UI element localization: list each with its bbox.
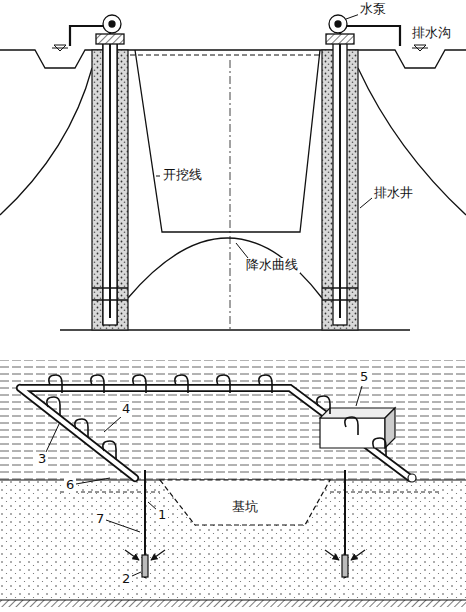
part-label: 排水沟 [410, 26, 453, 41]
swing-connector [47, 397, 60, 415]
callout-number: 2 [120, 572, 132, 587]
swing-connector [259, 375, 272, 393]
wellpoint-system [0, 360, 466, 607]
swing-connector [49, 375, 62, 393]
swing-connector [91, 375, 104, 393]
swing-connector [175, 375, 188, 393]
deep-well-section [0, 14, 466, 330]
swing-connector [373, 438, 386, 456]
swing-connector [217, 375, 230, 393]
callout-number: 4 [120, 402, 132, 417]
part-label: 排水井 [372, 186, 415, 201]
swing-connector [103, 441, 116, 459]
part-label: 降水曲线 [244, 258, 300, 273]
swing-connector [75, 419, 88, 437]
swing-connector [133, 375, 146, 393]
swing-connector [345, 417, 358, 435]
callout-number: 7 [94, 512, 106, 527]
part-label: 开挖线 [161, 168, 204, 183]
swing-connector [317, 396, 330, 414]
pit-label: 基坑 [230, 500, 260, 515]
part-label: 水泵 [358, 2, 388, 17]
callout-number: 1 [156, 508, 168, 523]
callout-number: 6 [64, 478, 76, 493]
callout-number: 5 [358, 370, 370, 385]
callout-number: 3 [36, 452, 48, 467]
